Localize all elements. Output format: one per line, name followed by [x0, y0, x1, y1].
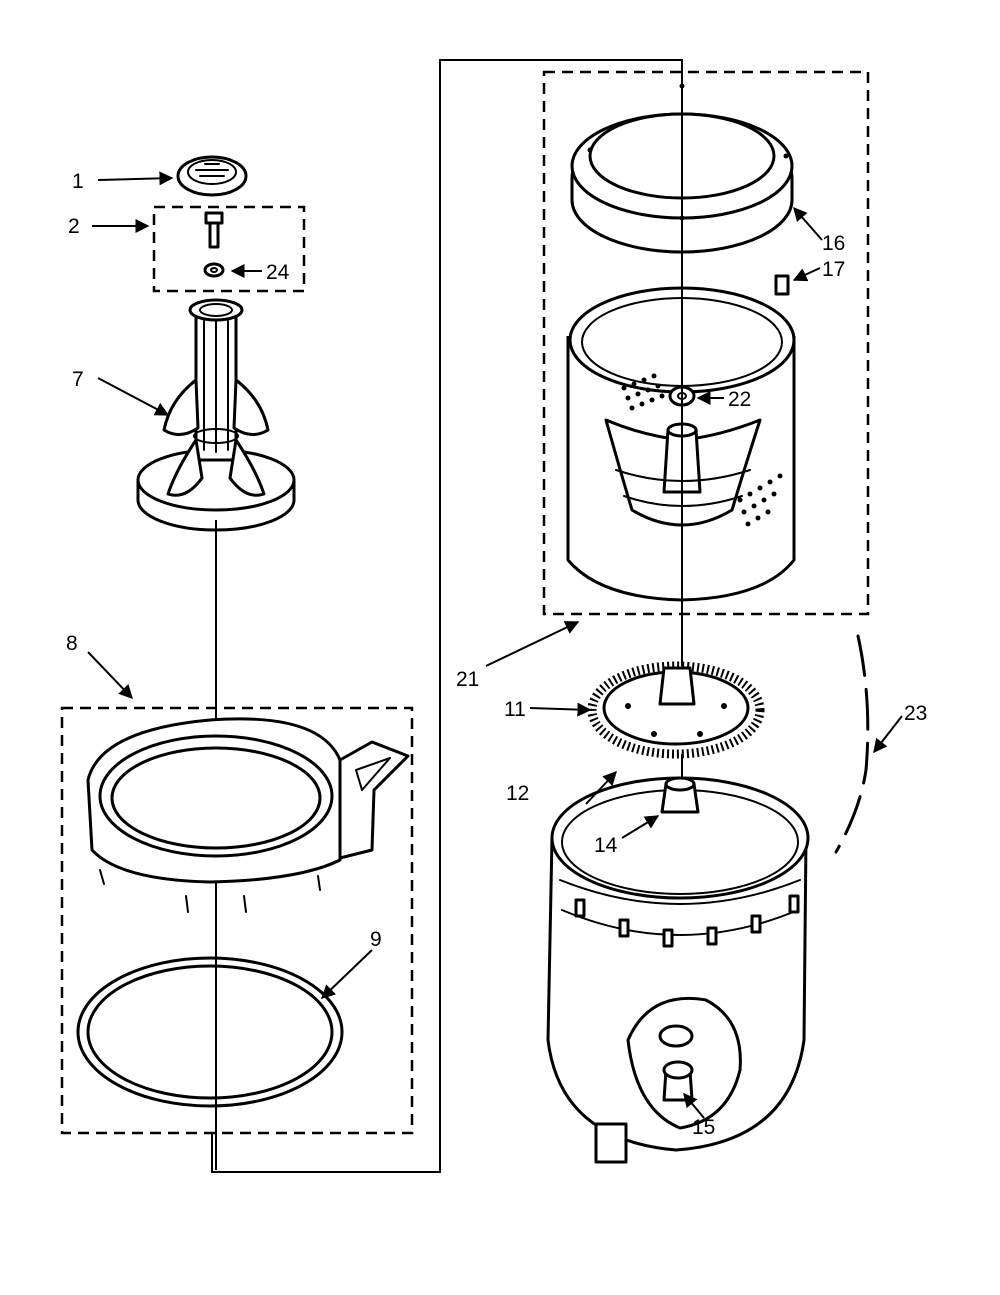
cap-part-1 [176, 155, 248, 197]
tub-ring [86, 717, 410, 913]
leader-15 [683, 1092, 705, 1119]
basket-perforations-right [737, 473, 783, 527]
clip-part-17 [774, 274, 790, 296]
leader-1 [97, 171, 174, 186]
label-7: 7 [72, 368, 84, 391]
label-23: 23 [904, 702, 927, 725]
leader-17 [792, 267, 821, 282]
leader-11 [529, 702, 592, 717]
label-22: 22 [728, 388, 751, 411]
seal-ring-part-9 [76, 956, 344, 1108]
label-16: 16 [822, 232, 845, 255]
tub-tabs [574, 894, 800, 948]
label-24: 24 [266, 261, 290, 284]
leader-7 [97, 377, 170, 416]
leader-9 [320, 949, 373, 999]
leader-8 [87, 651, 133, 700]
basket-perforations-left [621, 373, 665, 411]
leader-21 [485, 621, 580, 667]
label-2: 2 [68, 215, 80, 238]
coupling-part-14 [660, 776, 700, 814]
outer-tub-part-12 [546, 776, 810, 1164]
leader-23 [873, 715, 903, 754]
hose-part-23 [834, 634, 870, 854]
label-21: 21 [456, 668, 479, 691]
label-15: 15 [692, 1116, 715, 1139]
label-17: 17 [822, 258, 845, 281]
drain-fitting-part-15 [658, 1024, 694, 1102]
connector-line [211, 59, 683, 1173]
kit-box-part-2 [152, 205, 306, 293]
leader-12 [585, 770, 617, 805]
drive-gear-part-11 [587, 661, 765, 759]
kit-box-part-21 [542, 70, 870, 616]
label-9: 9 [370, 928, 382, 951]
leader-16 [793, 206, 823, 241]
bolt [204, 211, 224, 249]
agitator-part-7 [136, 298, 296, 532]
kit-box-part-8 [60, 706, 414, 1135]
washer-part-24 [203, 262, 225, 278]
label-8: 8 [66, 632, 78, 655]
label-1: 1 [72, 170, 84, 193]
label-11: 11 [504, 698, 526, 721]
label-12: 12 [506, 782, 529, 805]
label-14: 14 [594, 834, 618, 857]
leader-14 [621, 815, 660, 839]
